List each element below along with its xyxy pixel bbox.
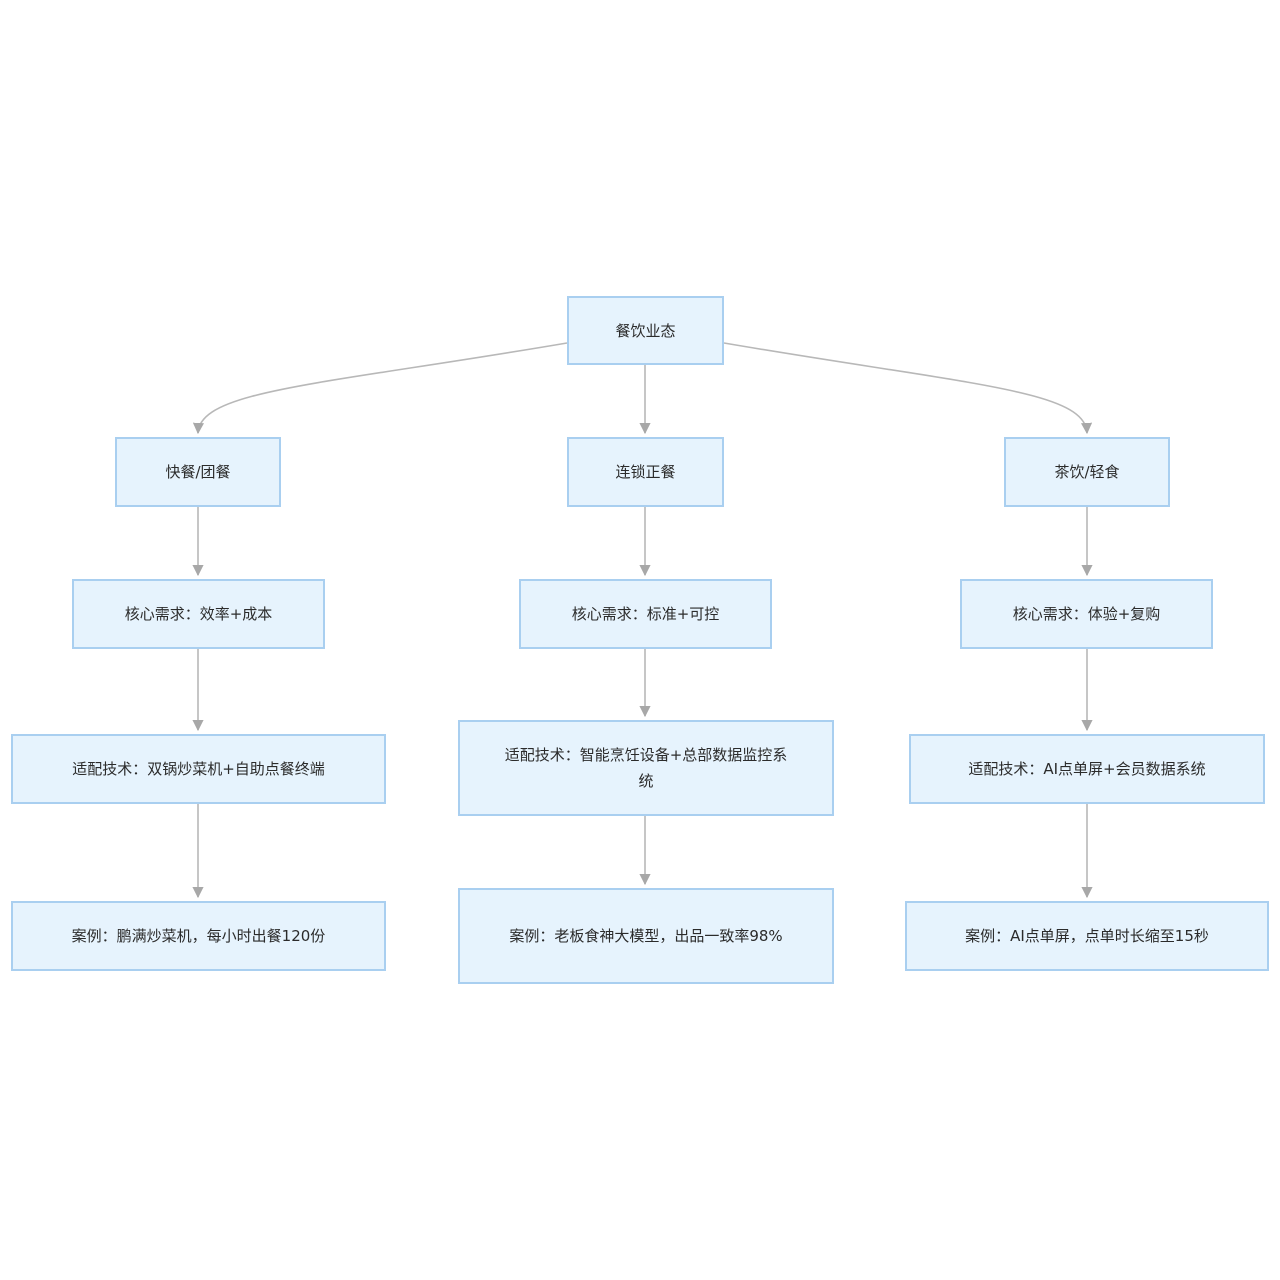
category-node-label: 茶饮/轻食: [1054, 463, 1120, 481]
case-node-fastfood: 案例：鹏满炒菜机，每小时出餐120份: [11, 901, 386, 971]
tech-node-fastfood: 适配技术：双锅炒菜机+自助点餐终端: [11, 734, 386, 804]
case-node-label: 案例：AI点单屏，点单时长缩至15秒: [965, 927, 1209, 945]
tech-node-tea-light-meal: 适配技术：AI点单屏+会员数据系统: [909, 734, 1265, 804]
root-node-label: 餐饮业态: [615, 321, 676, 340]
case-node-tea-light-meal: 案例：AI点单屏，点单时长缩至15秒: [905, 901, 1269, 971]
category-node-fastfood: 快餐/团餐: [115, 437, 281, 507]
tech-node-label: 适配技术：双锅炒菜机+自助点餐终端: [72, 760, 325, 778]
category-node-chain-dining: 连锁正餐: [567, 437, 724, 507]
need-node-label: 核心需求：效率+成本: [124, 605, 273, 623]
need-node-tea-light-meal: 核心需求：体验+复购: [960, 579, 1213, 649]
edge-root-to-fastfood: [192, 342, 568, 435]
need-node-fastfood: 核心需求：效率+成本: [72, 579, 325, 649]
tech-node-label: 适配技术：AI点单屏+会员数据系统: [968, 760, 1206, 778]
category-node-label: 连锁正餐: [615, 463, 676, 481]
case-node-label: 案例：鹏满炒菜机，每小时出餐120份: [71, 927, 326, 945]
category-node-label: 快餐/团餐: [165, 463, 231, 481]
need-node-label: 核心需求：标准+可控: [571, 605, 720, 623]
need-node-label: 核心需求：体验+复购: [1012, 605, 1161, 623]
category-node-tea-light-meal: 茶饮/轻食: [1004, 437, 1170, 507]
edge-root-to-tea: [723, 342, 1093, 435]
tech-node-chain-dining: 适配技术：智能烹饪设备+总部数据监控系统: [458, 720, 834, 816]
case-node-label: 案例：老板食神大模型，出品一致率98%: [509, 927, 783, 945]
tech-node-label: 适配技术：智能烹饪设备+总部数据监控系统: [504, 746, 788, 790]
root-node: 餐饮业态: [567, 296, 724, 365]
case-node-chain-dining: 案例：老板食神大模型，出品一致率98%: [458, 888, 834, 984]
need-node-chain-dining: 核心需求：标准+可控: [519, 579, 772, 649]
